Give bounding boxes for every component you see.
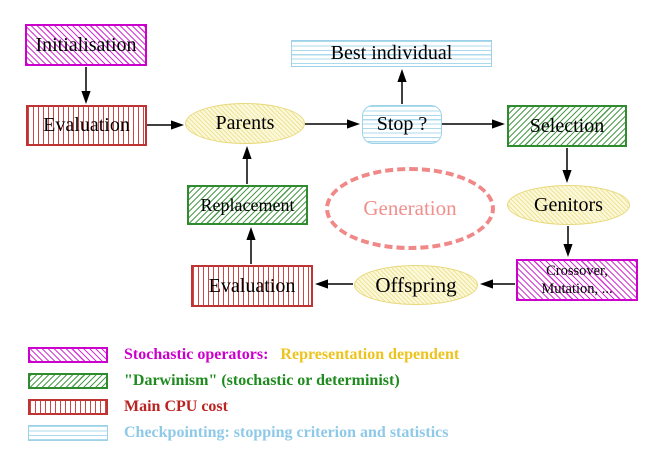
arrow-head — [246, 227, 256, 240]
node-best-individual-label: Best individual — [330, 42, 453, 64]
legend-swatch-stochastic-operators — [28, 346, 108, 363]
node-initialisation-label: Initialisation — [35, 33, 137, 56]
legend-label-main-cpu-cost: Main CPU cost — [124, 397, 228, 415]
generation-loop-ellipse: Generation — [325, 167, 495, 250]
legend-row-checkpointing: Checkpointing: stopping criterion and st… — [28, 424, 448, 441]
arrow-head — [81, 91, 91, 104]
node-crossover-label-line1: Crossover, — [546, 262, 608, 279]
node-replacement: Replacement — [187, 185, 308, 225]
arrow-head — [562, 170, 572, 183]
legend-row-stochastic: Stochastic operators: Representation depe… — [28, 346, 459, 363]
legend-label-stochastic-operators: Stochastic operators: — [124, 345, 269, 363]
node-evaluation-bottom-label: Evaluation — [208, 274, 296, 297]
legend-swatch-darwinism — [28, 372, 108, 389]
arrow-head — [171, 120, 184, 130]
arrow-head — [242, 146, 252, 159]
node-evaluation-top: Evaluation — [26, 105, 147, 146]
arrow-head — [492, 119, 505, 129]
node-evaluation-top-label: Evaluation — [43, 114, 130, 136]
arrow-head — [397, 69, 407, 82]
node-replacement-label: Replacement — [200, 194, 295, 215]
node-crossover-mutation: Crossover, Mutation, ... — [516, 259, 638, 301]
node-selection: Selection — [507, 105, 627, 147]
node-parents-label: Parents — [215, 112, 275, 134]
node-offspring: Offspring — [354, 265, 478, 305]
arrow-head — [480, 279, 493, 289]
node-stop-label: Stop ? — [376, 113, 428, 135]
node-parents: Parents — [185, 103, 305, 144]
legend-swatch-checkpointing — [28, 424, 108, 441]
legend-label-representation-dependent: Representation dependent — [280, 345, 460, 363]
legend-label-darwinism: "Darwinism" (stochastic or determinist) — [124, 371, 400, 389]
node-stop: Stop ? — [362, 105, 442, 144]
node-initialisation: Initialisation — [25, 24, 147, 66]
node-offspring-label: Offspring — [375, 272, 457, 297]
node-genitors-label: Genitors — [534, 193, 603, 216]
node-best-individual: Best individual — [291, 40, 492, 67]
arrow-head — [315, 279, 328, 289]
legend-row-cpu: Main CPU cost — [28, 398, 228, 415]
generation-label: Generation — [363, 196, 457, 220]
legend-label-checkpointing: Checkpointing: stopping criterion and st… — [124, 423, 449, 441]
node-crossover-label-line2: Mutation, ... — [541, 281, 613, 297]
node-evaluation-bottom: Evaluation — [191, 265, 313, 307]
arrow-head — [347, 119, 360, 129]
node-genitors: Genitors — [507, 185, 630, 225]
arrow-head — [563, 244, 573, 257]
legend-swatch-main-cpu-cost — [28, 398, 108, 415]
legend-row-darwinism: "Darwinism" (stochastic or determinist) — [28, 372, 400, 389]
node-selection-label: Selection — [529, 114, 605, 137]
